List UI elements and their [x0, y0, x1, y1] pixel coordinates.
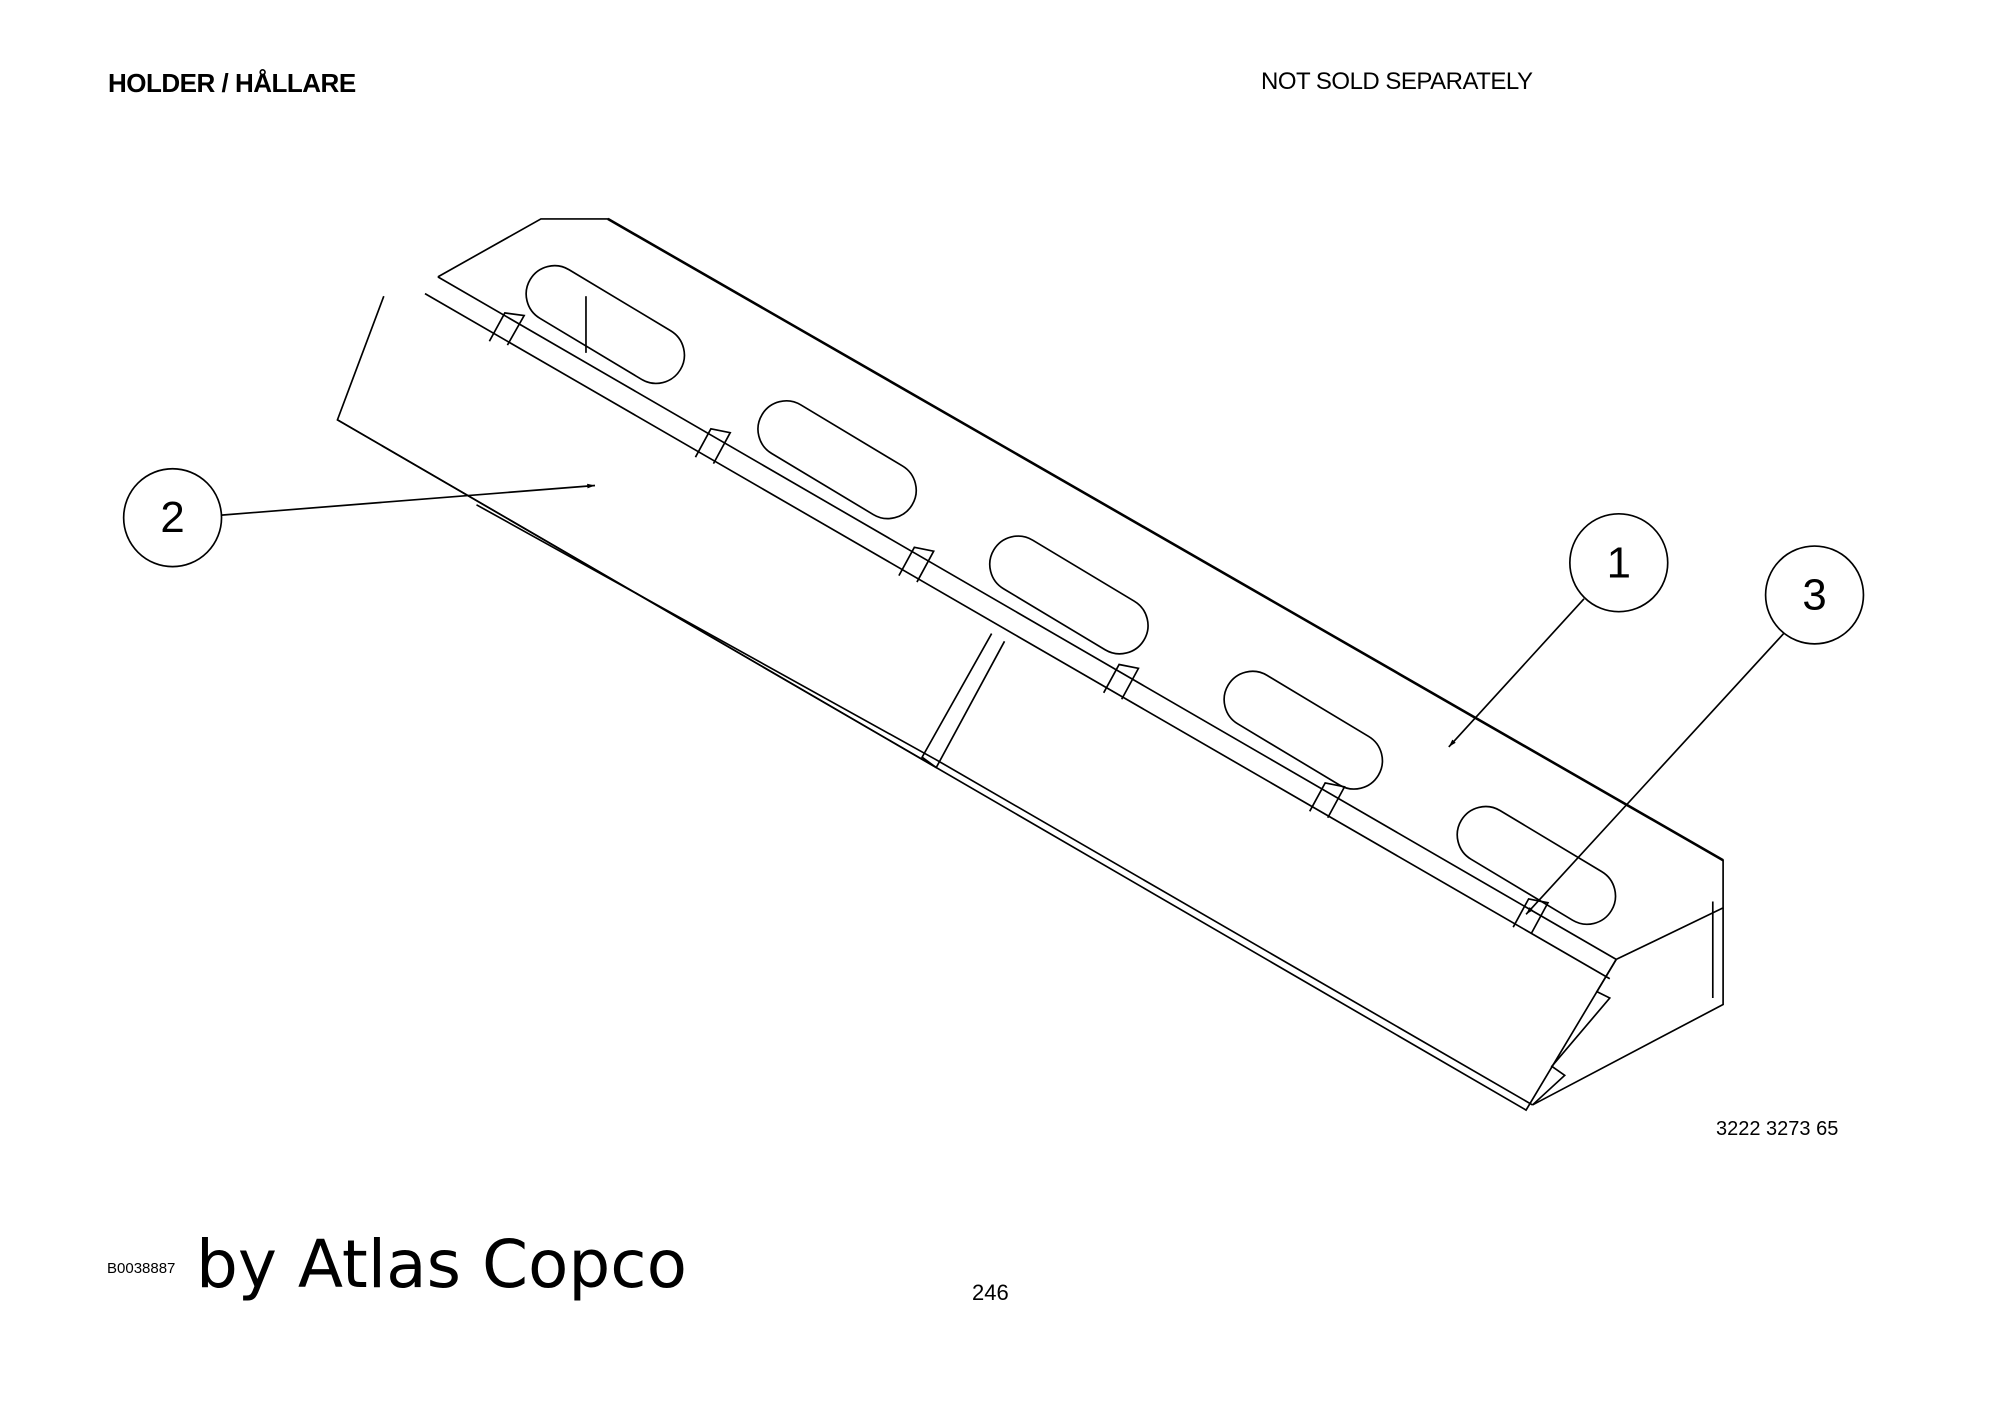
tabs [488, 312, 1550, 935]
callout-label: 1 [1607, 538, 1631, 587]
part-number: 3222 3273 65 [1716, 1118, 1839, 1140]
slots [525, 264, 1617, 926]
callout-label: 2 [160, 493, 184, 542]
brand-text: by Atlas Copco [196, 1226, 687, 1303]
callout-2: 2 [122, 467, 596, 568]
holder-part [336, 217, 1724, 1112]
callout-1: 1 [1448, 512, 1669, 748]
callout-3: 3 [1525, 545, 1865, 915]
page-title: HOLDER / HÅLLARE [108, 68, 356, 98]
page-number: 246 [972, 1280, 1009, 1305]
sale-note: NOT SOLD SEPARATELY [1261, 68, 1533, 95]
document-code: B0038887 [107, 1260, 176, 1277]
callout-label: 3 [1802, 570, 1826, 619]
